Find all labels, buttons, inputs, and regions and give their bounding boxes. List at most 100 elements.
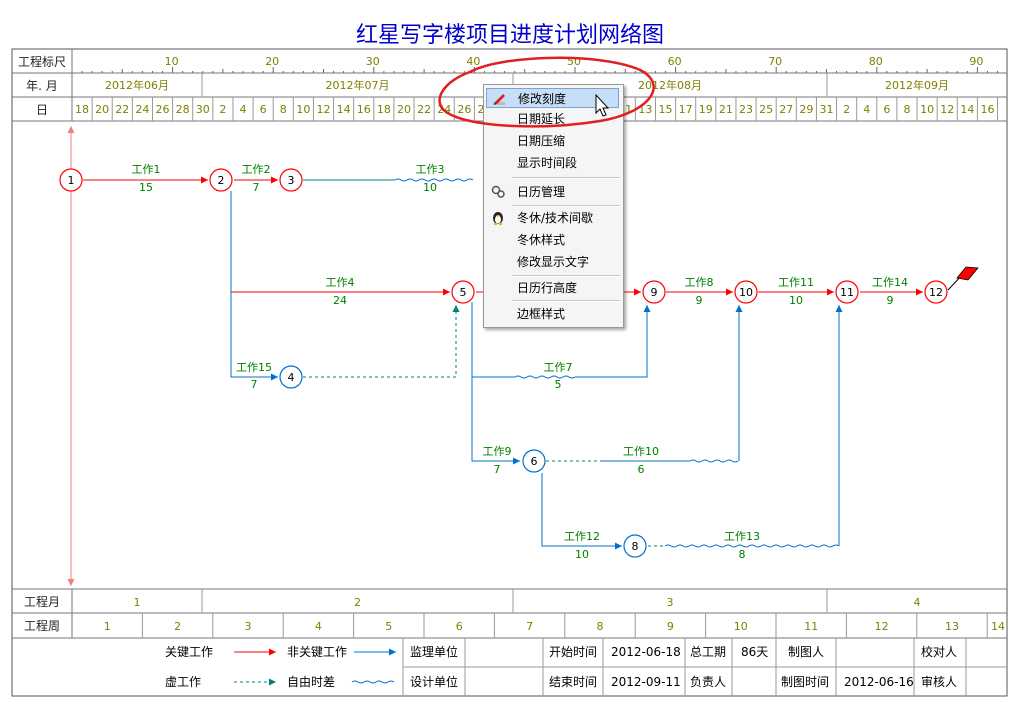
- work-labels: 工作115工作27工作310工作424工作157工作75工作97工作106工作1…: [132, 163, 909, 561]
- footer-week-cell: 7: [526, 620, 533, 633]
- day-cell: 10: [920, 103, 934, 116]
- footer-week-cell: 3: [245, 620, 252, 633]
- footer-week-cell: 13: [945, 620, 959, 633]
- penguin-icon: [493, 212, 503, 225]
- ruler-tick-label: 60: [668, 55, 682, 68]
- menu-separator: [512, 300, 620, 302]
- day-cell: 31: [820, 103, 834, 116]
- day-cell: 4: [240, 103, 247, 116]
- work-duration-label: 10: [423, 181, 437, 194]
- month-cell: 2012年07月: [326, 78, 390, 92]
- day-cell: 16: [357, 103, 371, 116]
- start-time-label: 开始时间: [549, 645, 597, 659]
- menu-item-winter-break[interactable]: 冬休/技术间歇: [486, 208, 619, 228]
- footer-month-cell: 4: [914, 596, 921, 609]
- footer-month-cell: 2: [354, 596, 361, 609]
- work-duration-label: 7: [251, 378, 258, 391]
- day-cell: 26: [457, 103, 471, 116]
- day-cell: 20: [95, 103, 109, 116]
- checker-label: 校对人: [921, 644, 957, 659]
- menu-item-calendar-manage[interactable]: 日历管理: [486, 182, 619, 202]
- menu-item-label: 显示时间段: [517, 156, 578, 170]
- arrow-work9: [471, 377, 520, 465]
- footer-week-cell: 9: [667, 620, 674, 633]
- page-title: 红星写字楼项目进度计划网络图: [356, 23, 664, 48]
- menu-item-label: 日期压缩: [517, 134, 566, 148]
- finish-flag-icon: [956, 266, 979, 281]
- footer-week-cell: 5: [385, 620, 392, 633]
- month-cell: 2012年09月: [885, 78, 949, 92]
- draw-time-label: 制图时间: [781, 675, 829, 689]
- arrow-virtual-4-5: [303, 305, 460, 378]
- design-unit-label: 设计单位: [410, 674, 458, 689]
- day-cell: 17: [679, 103, 693, 116]
- ruler-tick-label: 10: [165, 55, 179, 68]
- work-duration-label: 8: [739, 548, 746, 561]
- footer-week-cell: 14: [991, 620, 1005, 633]
- menu-item-edit-scale[interactable]: 修改刻度: [486, 88, 619, 108]
- node-circle: [279, 365, 303, 389]
- day-cell: 28: [176, 103, 190, 116]
- ruler-tick-label: 70: [768, 55, 782, 68]
- day-cell: 26: [156, 103, 170, 116]
- month-row-label: 年. 月: [26, 79, 58, 93]
- day-row-label: 日: [36, 103, 48, 117]
- menu-item-show-period[interactable]: 显示时间段: [486, 153, 619, 173]
- day-cell: 22: [417, 103, 431, 116]
- start-time-value: 2012-06-18: [611, 645, 681, 659]
- menu-item-edit-display-text[interactable]: 修改显示文字: [486, 252, 619, 272]
- node-number: 1: [68, 174, 75, 187]
- menu-item-label: 冬休样式: [517, 233, 566, 247]
- day-cell: 24: [135, 103, 149, 116]
- work-duration-label: 10: [575, 548, 589, 561]
- day-cell: 24: [437, 103, 451, 116]
- day-cell: 16: [980, 103, 994, 116]
- ruler-tick-label: 80: [869, 55, 883, 68]
- work-name-label: 工作1: [132, 163, 161, 176]
- work-name-label: 工作14: [872, 276, 908, 289]
- menu-separator: [512, 275, 620, 277]
- day-cell: 19: [699, 103, 713, 116]
- node-circle: [835, 280, 859, 304]
- footer-week-cell: 2: [174, 620, 181, 633]
- day-cell: 18: [75, 103, 89, 116]
- node-number: 2: [218, 174, 225, 187]
- day-cell: 4: [863, 103, 870, 116]
- work-duration-label: 9: [887, 294, 894, 307]
- menu-item-extend-date[interactable]: 日期延长: [486, 109, 619, 129]
- arrow-work15: [230, 191, 278, 381]
- node-number: 8: [632, 540, 639, 553]
- node-number: 4: [288, 371, 295, 384]
- float-work3: [394, 178, 474, 182]
- footer-week-cell: 10: [734, 620, 748, 633]
- float-work10: [689, 459, 739, 463]
- menu-item-border-style[interactable]: 边框样式: [486, 304, 619, 324]
- menu-item-label: 修改刻度: [518, 92, 567, 106]
- day-cell: 14: [960, 103, 974, 116]
- ruler-tick-label: 90: [969, 55, 983, 68]
- node-circle: [59, 168, 83, 192]
- work-name-label: 工作12: [564, 530, 600, 543]
- footer-week-cell: 6: [456, 620, 463, 633]
- day-cell: 12: [317, 103, 331, 116]
- footer-week-cell: 4: [315, 620, 322, 633]
- day-cell: 30: [196, 103, 210, 116]
- menu-item-winter-style[interactable]: 冬休样式: [486, 230, 619, 250]
- node-number: 9: [651, 286, 658, 299]
- footer-month-cell: 1: [134, 596, 141, 609]
- node-circle: [279, 168, 303, 192]
- legend-critical-label: 关键工作: [165, 645, 213, 659]
- menu-item-calendar-row-height[interactable]: 日历行高度: [486, 278, 619, 298]
- work-name-label: 工作10: [623, 445, 659, 458]
- node-circle: [734, 280, 758, 304]
- total-duration-value: 86天: [741, 645, 768, 659]
- day-cell: 25: [759, 103, 773, 116]
- menu-item-compress-date[interactable]: 日期压缩: [486, 131, 619, 151]
- legend-virtual-label: 虚工作: [165, 675, 201, 689]
- node-circle: [924, 280, 948, 304]
- node-number: 6: [531, 455, 538, 468]
- day-cell: 6: [883, 103, 890, 116]
